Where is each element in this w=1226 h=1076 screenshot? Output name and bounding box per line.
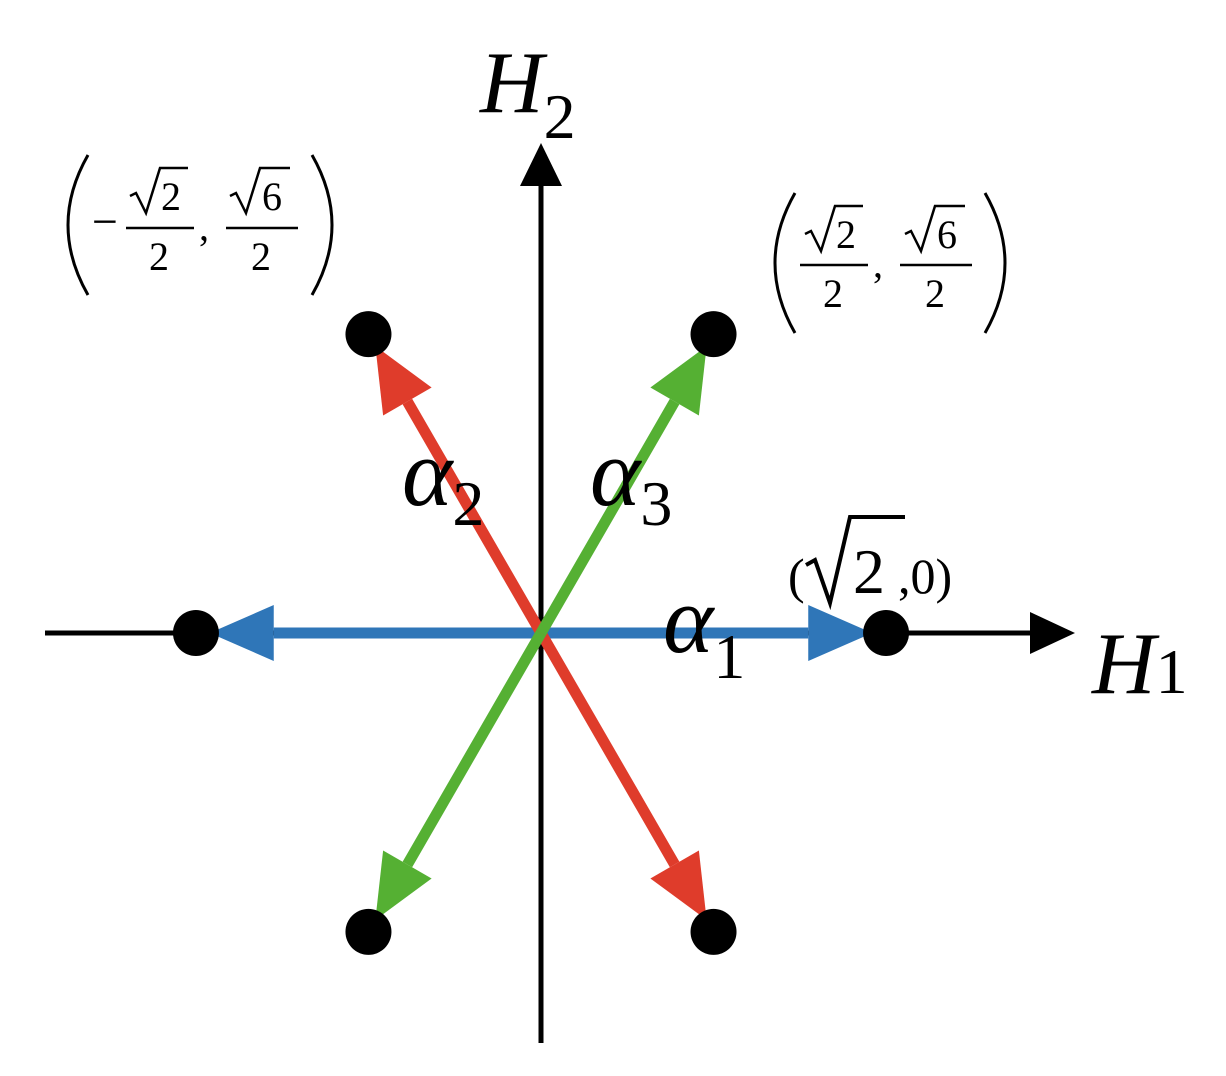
weight-point (690, 908, 737, 955)
h2-axis-arrowhead (520, 143, 562, 186)
root-vectors (209, 346, 873, 920)
coord-ul-comma: , (199, 204, 209, 249)
coord-ur-den1: 2 (823, 271, 843, 316)
alpha3-negative-vector-arrowhead (375, 850, 432, 920)
coord-ul-den2: 2 (251, 234, 271, 279)
coord-label-right: ( 2 ,0) (788, 515, 952, 611)
coord-ul-den1: 2 (149, 234, 169, 279)
weight-point (345, 908, 392, 955)
h2-axis-label: H2 (479, 35, 576, 152)
weight-point (172, 610, 219, 656)
coord-ur-den2: 2 (925, 271, 945, 316)
coord-ur-num1: 2 (836, 212, 856, 257)
coord-ur-num2: 6 (937, 212, 957, 257)
coord-ur-rparen (983, 192, 1007, 334)
alpha2-positive-vector-shaft (402, 398, 546, 636)
h1-axis-arrowhead (1030, 612, 1075, 654)
coord-ul-sqrt2 (229, 166, 290, 217)
coord-right-sqrt-sign (805, 515, 905, 611)
coord-label-upper-left: − 2 2 , 6 2 (66, 154, 334, 296)
alpha2-negative-vector-shaft (536, 630, 680, 868)
coord-ur-sqrt1 (804, 204, 863, 255)
alpha2-label: α2 (402, 419, 484, 539)
weight-point (863, 610, 910, 656)
alpha3-label: α3 (590, 419, 672, 539)
alpha3-positive-vector-arrowhead (650, 346, 707, 416)
coord-ul-lparen (66, 154, 90, 296)
alpha3-negative-vector-shaft (402, 630, 546, 868)
coord-ul-num1: 2 (161, 174, 181, 219)
coord-ur-lparen (773, 192, 797, 334)
alpha2-negative-vector-arrowhead (650, 850, 707, 920)
coord-ul-rparen (310, 154, 334, 296)
weight-points (172, 311, 910, 955)
alpha2-positive-vector-arrowhead (375, 346, 432, 416)
alpha3-positive-vector-shaft (536, 398, 680, 636)
weight-point (345, 311, 392, 358)
coord-right-lparen: ( (788, 548, 805, 604)
coord-ul-minus: − (92, 196, 118, 247)
coord-label-upper-right: 2 2 , 6 2 (773, 192, 1007, 334)
coord-ul-num2: 6 (262, 174, 282, 219)
coord-ur-comma: , (873, 241, 883, 286)
weight-point (690, 311, 737, 358)
coord-right-rest: ,0) (898, 548, 952, 604)
coord-ul-sqrt1 (129, 166, 188, 217)
alpha1-negative-vector-arrowhead (209, 605, 274, 661)
alpha1-positive-vector-arrowhead (808, 605, 873, 661)
h1-axis-label: H1 (1091, 616, 1188, 713)
coord-right-sqrt-arg: 2 (853, 536, 885, 607)
coord-ur-sqrt2 (904, 204, 965, 255)
alpha1-label: α1 (663, 566, 745, 692)
